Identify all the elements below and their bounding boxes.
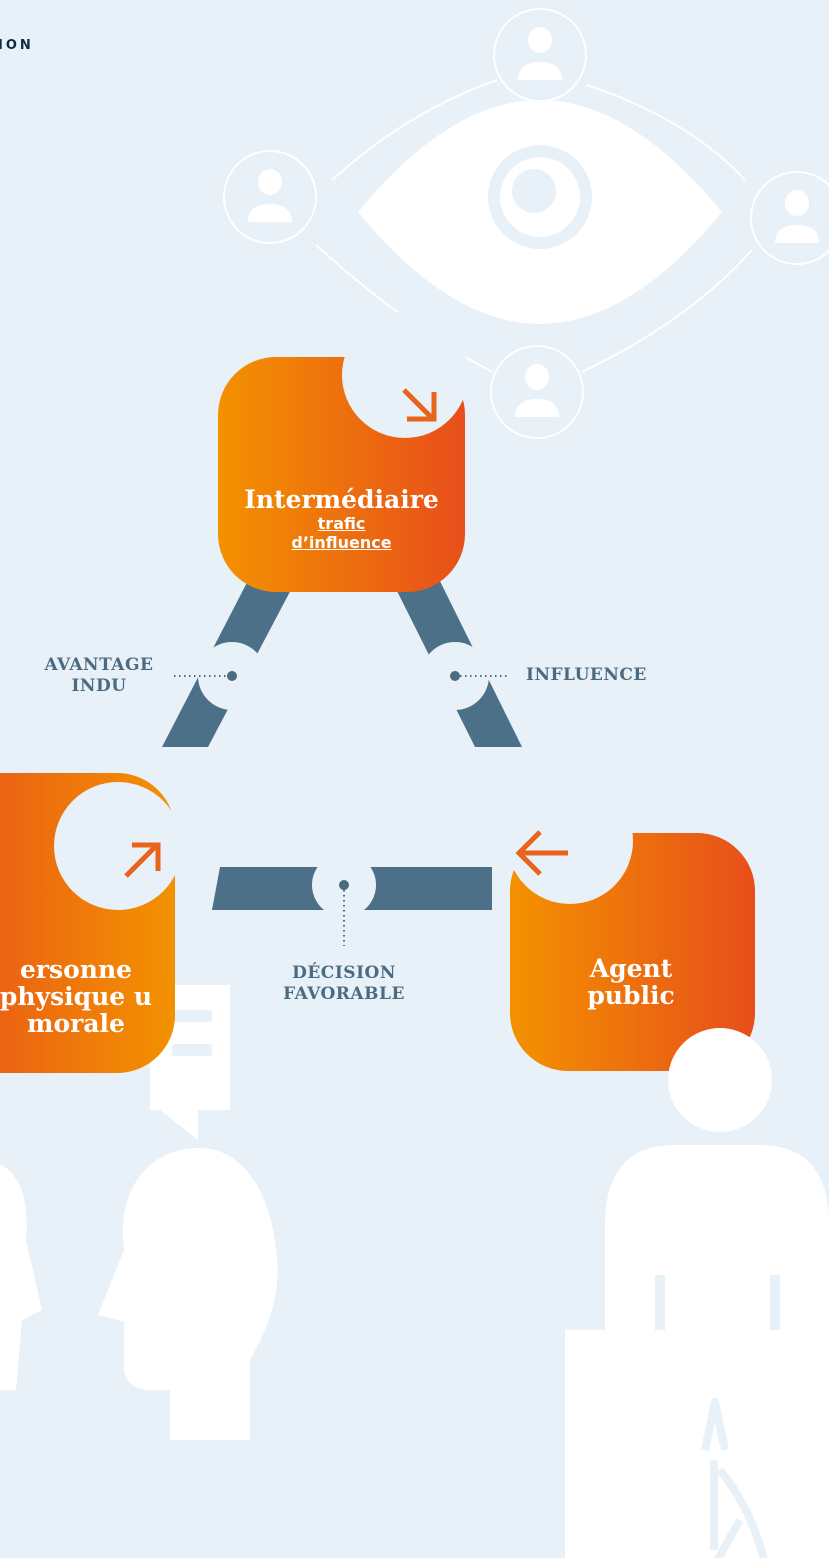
pen-nib-icon — [701, 1398, 768, 1558]
node-agent-title: Agent public — [587, 954, 675, 1010]
right-anchor-dot — [450, 671, 460, 681]
left-anchor-dot — [227, 671, 237, 681]
node-intermediary-subtitle: trafic d’influence — [291, 514, 392, 552]
section-label: ION — [0, 38, 34, 53]
head-profile-icon — [0, 1148, 278, 1440]
edge-left-label: AVANTAGE INDU — [44, 655, 154, 696]
arrow-down-right-icon — [402, 388, 437, 422]
official-person-icon — [565, 1145, 829, 1558]
bottom-anchor-dot — [339, 880, 349, 890]
node-intermediary — [218, 312, 468, 592]
node-agent — [507, 778, 772, 1132]
connector-dots — [227, 671, 460, 890]
node-intermediary-title: Intermédiaire — [244, 485, 439, 514]
agent-head-icon — [668, 1028, 772, 1132]
leader-lines — [174, 675, 510, 946]
edge-right-label: INFLUENCE — [526, 665, 647, 685]
arrow-left-icon — [515, 830, 568, 876]
node-person-title: ersonne physique u morale — [0, 955, 153, 1038]
edge-bottom-label: DÉCISION FAVORABLE — [283, 963, 405, 1004]
node-person — [0, 773, 182, 1073]
eye-network-icon — [223, 8, 829, 439]
arrow-up-right-icon — [124, 842, 161, 878]
